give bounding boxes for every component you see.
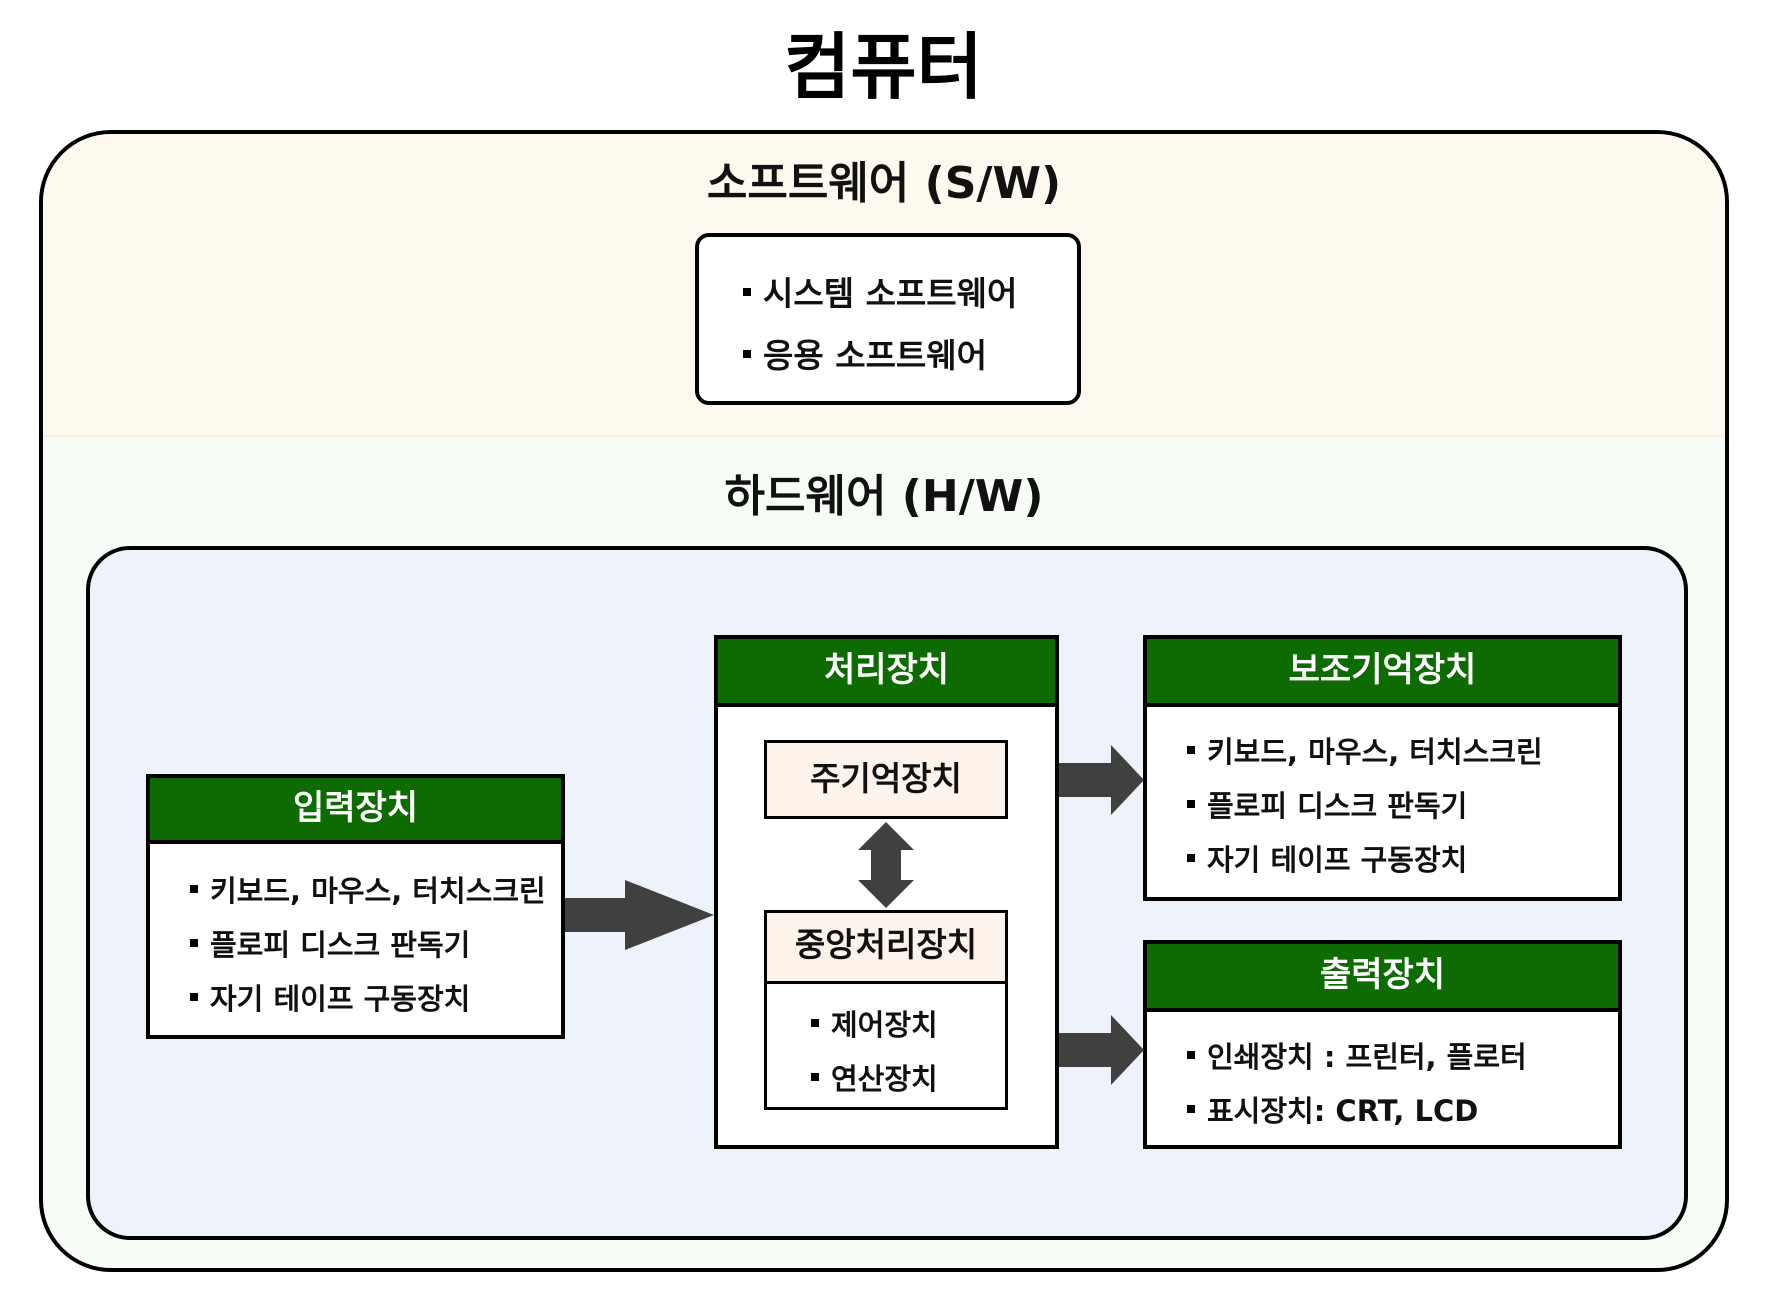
hardware-title: 하드웨어 (H/W) bbox=[724, 471, 1044, 522]
processing-device-title: 처리장치 bbox=[718, 639, 1055, 707]
output-device-list: 인쇄장치 : 프린터, 플로터 표시장치: CRT, LCD bbox=[1147, 1012, 1618, 1138]
input-device-list: 키보드, 마우스, 터치스크린 플로피 디스크 판독기 자기 테이프 구동장치 bbox=[150, 844, 561, 1026]
software-item-label: 응용 소프트웨어 bbox=[763, 336, 988, 375]
secondary-storage-list: 키보드, 마우스, 터치스크린 플로피 디스크 판독기 자기 테이프 구동장치 bbox=[1147, 707, 1618, 887]
list-item-label: 표시장치: CRT, LCD bbox=[1207, 1094, 1479, 1128]
secondary-storage-box: 보조기억장치 키보드, 마우스, 터치스크린 플로피 디스크 판독기 자기 테이… bbox=[1143, 635, 1622, 901]
list-item: 플로피 디스크 판독기 bbox=[190, 918, 561, 972]
arrow-right-icon bbox=[1059, 745, 1144, 815]
list-item: 표시장치: CRT, LCD bbox=[1187, 1084, 1618, 1138]
main-memory-label: 주기억장치 bbox=[810, 759, 962, 798]
software-item: 시스템 소프트웨어 bbox=[743, 263, 1077, 325]
bullet-icon bbox=[743, 287, 751, 296]
list-item: 인쇄장치 : 프린터, 플로터 bbox=[1187, 1030, 1618, 1084]
list-item: 키보드, 마우스, 터치스크린 bbox=[1187, 725, 1618, 779]
arrow-right-icon bbox=[565, 880, 714, 950]
bullet-icon bbox=[811, 1073, 819, 1081]
software-item-label: 시스템 소프트웨어 bbox=[763, 274, 1018, 313]
software-title: 소프트웨어 (S/W) bbox=[706, 158, 1062, 209]
list-item-label: 키보드, 마우스, 터치스크린 bbox=[210, 874, 546, 908]
output-device-title: 출력장치 bbox=[1147, 944, 1618, 1012]
list-item-label: 자기 테이프 구동장치 bbox=[1207, 843, 1468, 877]
bullet-icon bbox=[1187, 1051, 1195, 1059]
list-item-label: 키보드, 마우스, 터치스크린 bbox=[1207, 735, 1543, 769]
list-item-label: 인쇄장치 : 프린터, 플로터 bbox=[1207, 1040, 1527, 1074]
list-item-label: 연산장치 bbox=[831, 1062, 938, 1096]
secondary-storage-title: 보조기억장치 bbox=[1147, 639, 1618, 707]
list-item: 키보드, 마우스, 터치스크린 bbox=[190, 864, 561, 918]
cpu-box: 중앙처리장치 제어장치 연산장치 bbox=[764, 910, 1008, 1110]
diagram-title: 컴퓨터 bbox=[784, 25, 983, 109]
list-item: 자기 테이프 구동장치 bbox=[1187, 833, 1618, 887]
bullet-icon bbox=[811, 1019, 819, 1027]
arrow-right-icon bbox=[1059, 1015, 1144, 1085]
bullet-icon bbox=[1187, 746, 1195, 754]
bullet-icon bbox=[743, 349, 751, 358]
bullet-icon bbox=[1187, 800, 1195, 808]
output-device-box: 출력장치 인쇄장치 : 프린터, 플로터 표시장치: CRT, LCD bbox=[1143, 940, 1622, 1149]
list-item: 제어장치 bbox=[811, 998, 1005, 1052]
software-list-box: 시스템 소프트웨어 응용 소프트웨어 bbox=[695, 233, 1081, 405]
main-memory-box: 주기억장치 bbox=[764, 740, 1008, 819]
bullet-icon bbox=[190, 939, 198, 947]
list-item-label: 플로피 디스크 판독기 bbox=[210, 928, 471, 962]
bullet-icon bbox=[1187, 1105, 1195, 1113]
input-device-title: 입력장치 bbox=[150, 778, 561, 844]
cpu-list: 제어장치 연산장치 bbox=[767, 984, 1005, 1106]
list-item: 플로피 디스크 판독기 bbox=[1187, 779, 1618, 833]
list-item-label: 자기 테이프 구동장치 bbox=[210, 982, 471, 1016]
list-item-label: 제어장치 bbox=[831, 1008, 938, 1042]
double-arrow-vertical-icon bbox=[858, 822, 914, 908]
list-item-label: 플로피 디스크 판독기 bbox=[1207, 789, 1468, 823]
list-item: 자기 테이프 구동장치 bbox=[190, 972, 561, 1026]
software-item: 응용 소프트웨어 bbox=[743, 325, 1077, 387]
cpu-title: 중앙처리장치 bbox=[767, 913, 1005, 984]
bullet-icon bbox=[1187, 854, 1195, 862]
list-item: 연산장치 bbox=[811, 1052, 1005, 1106]
bullet-icon bbox=[190, 885, 198, 893]
input-device-box: 입력장치 키보드, 마우스, 터치스크린 플로피 디스크 판독기 자기 테이프 … bbox=[146, 774, 565, 1039]
bullet-icon bbox=[190, 993, 198, 1001]
